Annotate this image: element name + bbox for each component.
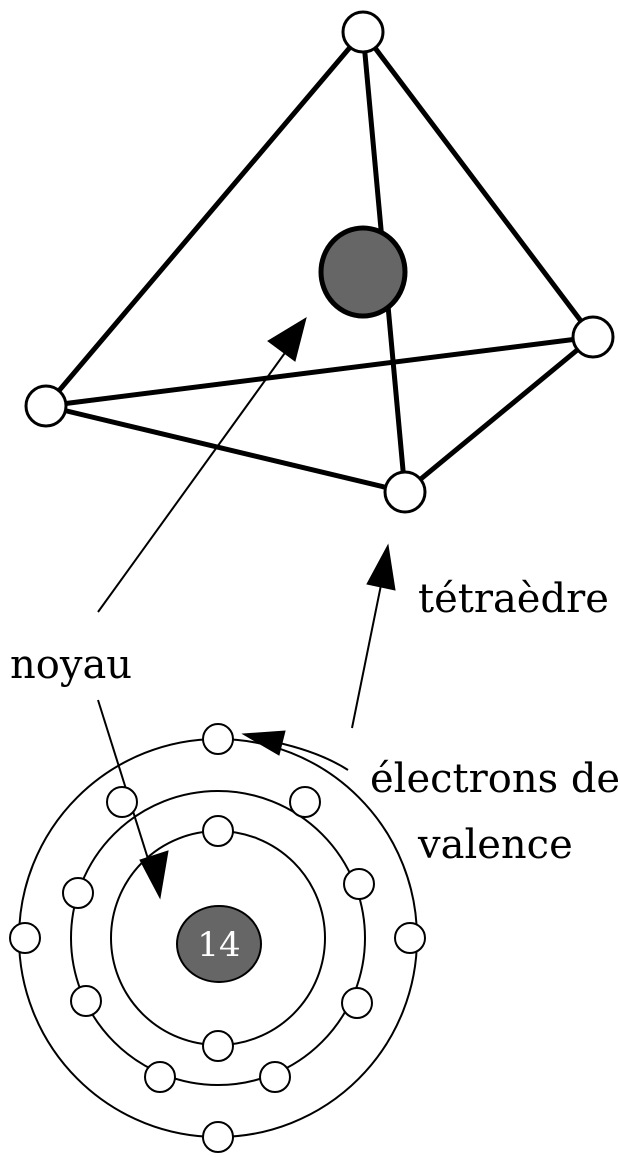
arrow-noyau-to-tetra-line xyxy=(97,349,288,613)
edge-top-right xyxy=(360,29,596,340)
electron xyxy=(341,987,373,1019)
valence-electron xyxy=(394,922,426,954)
electron xyxy=(70,985,102,1017)
vertex-left xyxy=(24,384,68,428)
electron xyxy=(289,786,321,818)
tetrahedron-nucleus xyxy=(318,225,408,319)
electron xyxy=(343,868,375,900)
label-valence: valence xyxy=(417,822,573,868)
valence-electron xyxy=(202,1121,234,1153)
electrons xyxy=(9,723,426,1153)
arrow-noyau-to-atom-head xyxy=(139,850,169,900)
vertex-right xyxy=(571,315,615,359)
arrow-electrons-to-tetra-head xyxy=(366,543,396,591)
atomic-number-label: 14 xyxy=(197,925,240,965)
valence-electron xyxy=(9,922,41,954)
electron xyxy=(106,786,138,818)
arrow-noyau-to-tetra-head xyxy=(267,316,307,362)
edge-right-front xyxy=(402,334,596,495)
arrow-electrons-to-valence-head xyxy=(241,730,286,756)
tetrahedron-vertices xyxy=(24,10,615,514)
label-noyau: noyau xyxy=(10,642,132,688)
pointer-arrows xyxy=(97,316,396,900)
electron xyxy=(202,815,234,847)
label-tetraedre: tétraèdre xyxy=(418,576,609,622)
vertex-front xyxy=(383,470,427,514)
electron xyxy=(259,1061,291,1093)
arrow-electrons-to-tetra-line xyxy=(351,584,382,729)
arrow-noyau-to-atom-line xyxy=(97,699,150,863)
atom-nucleus xyxy=(176,905,262,983)
edge-left-front xyxy=(43,403,408,495)
valence-electron xyxy=(202,723,234,755)
electron xyxy=(202,1030,234,1062)
vertex-top xyxy=(341,10,385,54)
shell-2 xyxy=(70,790,366,1086)
electron xyxy=(62,877,94,909)
edge-top-left xyxy=(43,29,366,409)
electron xyxy=(144,1061,176,1093)
tetrahedron xyxy=(24,10,615,514)
arrow-electrons-to-valence-line xyxy=(274,741,349,771)
atom-model: 14 xyxy=(9,723,426,1153)
edge-left-right xyxy=(43,334,596,409)
label-electrons-de: électrons de xyxy=(370,756,618,802)
labels: noyau tétraèdre électrons de valence xyxy=(10,576,618,868)
